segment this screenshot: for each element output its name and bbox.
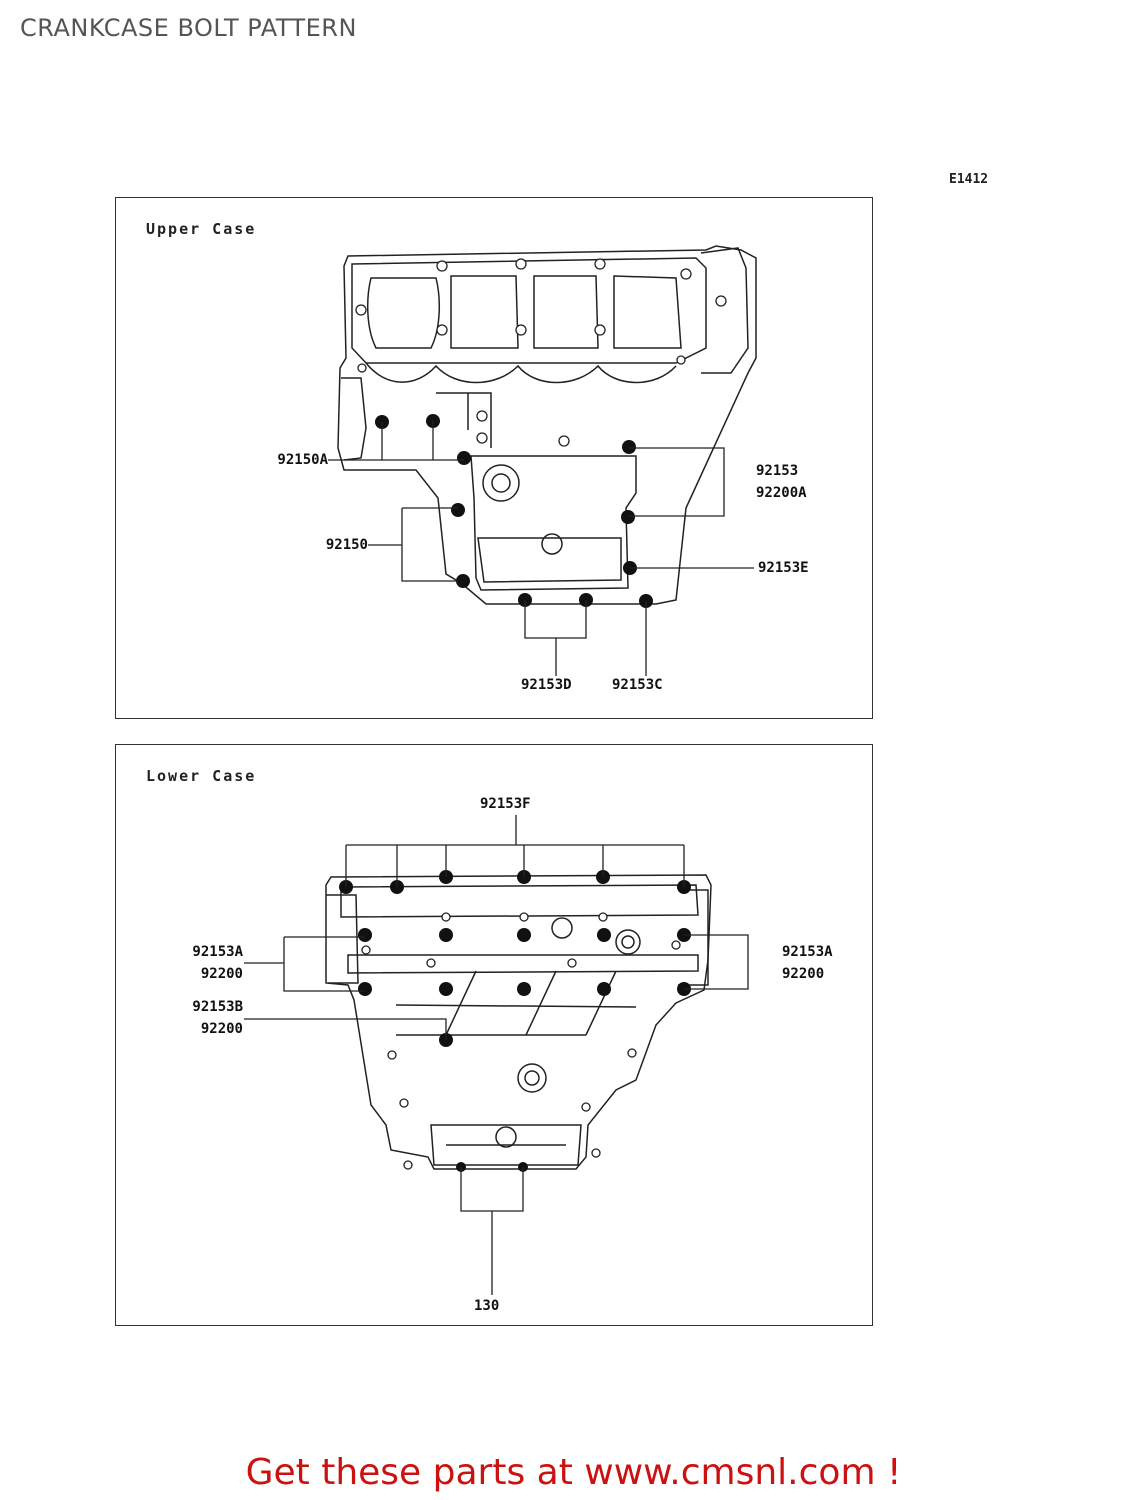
footer-link-text[interactable]: Get these parts at www.cmsnl.com !	[245, 1452, 902, 1493]
bolt-92153B-2	[439, 982, 453, 996]
bolt-92153A-l4	[597, 928, 611, 942]
label-right-92200: 92200	[782, 966, 825, 982]
lower-case-title: Lower Case	[146, 767, 257, 785]
label-left-92153A: 92153A	[192, 944, 243, 960]
upper-filter-boss	[482, 464, 520, 502]
label-left-92200-a: 92200	[200, 966, 243, 982]
leader-130	[460, 1167, 524, 1295]
page-title: CRANKCASE BOLT PATTERN	[20, 14, 357, 42]
lower-case-drawing	[244, 815, 749, 1295]
bolt-92153A-l3	[517, 928, 531, 942]
lower-drain-boss	[495, 1126, 517, 1148]
bolt-92153B-4	[597, 982, 611, 996]
leader-92153	[628, 447, 725, 517]
lower-filter-boss	[615, 929, 641, 955]
upper-case-title: Upper Case	[146, 220, 257, 238]
label-92153B: 92153B	[192, 999, 243, 1015]
label-92153F: 92153F	[480, 796, 531, 812]
lower-right-wing	[678, 889, 709, 986]
lower-center-boss	[551, 917, 573, 939]
diagram-reference-code: E1412	[949, 172, 989, 187]
upper-case-drawing	[328, 245, 757, 676]
label-92153C: 92153C	[612, 677, 663, 693]
lower-strainer	[517, 1063, 547, 1093]
lower-top-rail	[340, 884, 699, 918]
leader-92153B	[244, 1018, 447, 1040]
bolt-92153B-1	[358, 982, 372, 996]
bolt-92150A-3	[457, 451, 471, 465]
upper-drain-boss	[541, 533, 563, 555]
upper-sump-inner	[477, 537, 622, 583]
lower-crossbar	[395, 1004, 637, 1036]
label-right-92153A: 92153A	[782, 944, 833, 960]
leader-92150A	[328, 421, 464, 461]
label-92150A: 92150A	[277, 452, 328, 468]
upper-bore-2	[450, 275, 519, 349]
leader-92150	[368, 507, 458, 582]
label-130: 130	[474, 1298, 500, 1314]
bolt-92153-1	[622, 440, 636, 454]
upper-bore-3	[533, 275, 599, 349]
bolt-92153B-3	[517, 982, 531, 996]
label-left-92200-b: 92200	[200, 1021, 243, 1037]
upper-case-panel: Upper Case	[115, 197, 873, 719]
label-92153D: 92153D	[521, 677, 572, 693]
upper-sump-box	[470, 455, 637, 591]
upper-case-outline	[337, 245, 757, 605]
bolt-92150-1	[451, 503, 465, 517]
upper-block-wave	[365, 362, 677, 384]
lower-case-panel: Lower Case	[115, 744, 873, 1326]
leader-left-92153A	[244, 936, 365, 992]
upper-cylinder-block	[351, 257, 707, 364]
leader-92153F	[345, 815, 685, 887]
upper-bore-4	[613, 275, 682, 349]
bolt-92150-2	[456, 574, 470, 588]
leader-92153D	[524, 600, 587, 676]
leader-right-92153A	[684, 934, 749, 990]
upper-bore-1	[366, 277, 441, 349]
bolt-92153A-l1	[358, 928, 372, 942]
bolt-92153-2	[621, 510, 635, 524]
upper-right-bracket	[700, 247, 749, 374]
label-92153: 92153	[756, 463, 799, 479]
label-92153E: 92153E	[758, 560, 809, 576]
label-92200A: 92200A	[756, 485, 807, 501]
lower-bearing-rail	[347, 954, 699, 974]
upper-center-rib	[436, 392, 492, 448]
label-92150: 92150	[325, 537, 368, 553]
bolt-92153A-l2	[439, 928, 453, 942]
lower-sump-bottom	[430, 1124, 582, 1166]
lower-left-wing	[326, 894, 359, 984]
upper-left-step	[341, 377, 367, 461]
lower-diag-1	[445, 970, 617, 1036]
lower-case-outline	[325, 874, 712, 1170]
